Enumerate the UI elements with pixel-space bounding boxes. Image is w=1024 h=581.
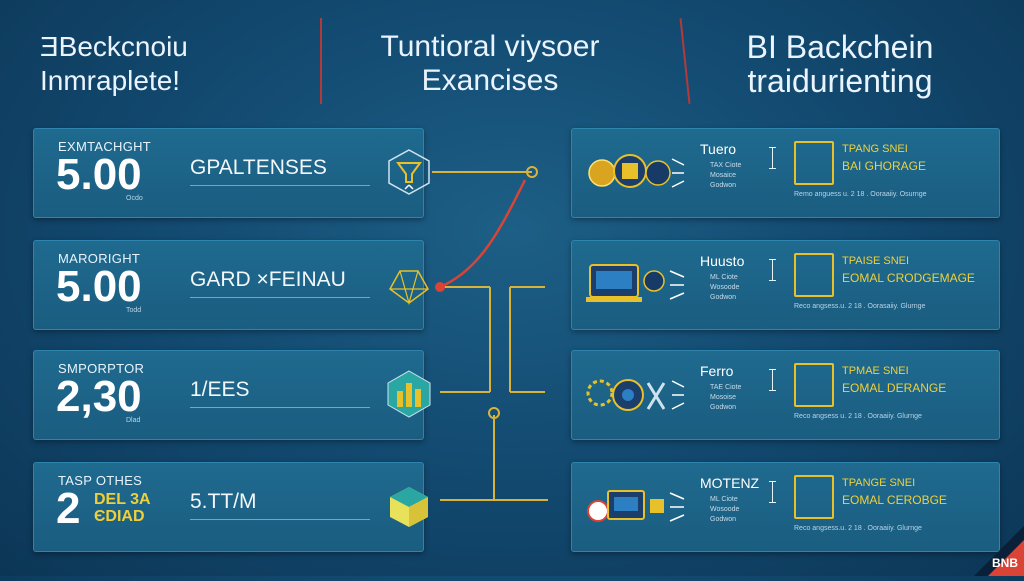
feature-sub: ML Ciote Wosoode Godwon: [710, 273, 770, 303]
metric-card[interactable]: EXMTACHGHT 5.00 Ocdo GPALTENSES: [33, 128, 430, 218]
feature-card[interactable]: MOTENZ ML Ciote Wosoode Godwon TPANGE SN…: [571, 462, 1000, 552]
metric-value: 5.00: [56, 150, 142, 199]
header-left-title: ƎBeckcnoiu Inmraplete!: [40, 30, 260, 98]
feature-title: Tuero: [700, 141, 737, 157]
header-separator: [320, 18, 322, 104]
header-left-line2: Inmraplete!: [40, 65, 181, 96]
metric-value-overlay-line2: ЄDIAD: [94, 508, 145, 525]
metric-text: GPALTENSES: [190, 156, 327, 179]
metric-label: SMPORPTOR: [58, 361, 145, 376]
feature-head: TPANG SNEI: [842, 143, 908, 155]
feature-sub: TAX Ciote Mosaice Godwon: [710, 161, 770, 191]
feature-sub-line: Godwon: [710, 404, 737, 411]
range-bar-icon: [769, 369, 776, 391]
laptop-card-icon: [586, 264, 685, 302]
badge-icon: [794, 141, 834, 185]
network-icon: [389, 270, 429, 306]
metric-value: 2: [56, 484, 81, 533]
metric-label: EXMTACHGHT: [58, 139, 152, 154]
feature-card[interactable]: Tuero TAX Ciote Mosaice Godwon TPANG SNE…: [571, 128, 1000, 218]
metric-value-overlay-line1: DEL 3A: [94, 491, 151, 508]
metric-card[interactable]: MARORIGHT 5.00 Todd GARD ×FEINAU: [33, 240, 429, 330]
divider: [190, 185, 370, 186]
feature-head: EOMAL DERANGE: [842, 381, 947, 395]
badge-icon: [794, 475, 834, 519]
badge-icon: [794, 363, 834, 407]
feature-sub-line: ML Ciote: [710, 274, 738, 281]
connector-curve-red: [439, 179, 527, 289]
connector-node: [488, 407, 500, 419]
feature-sub-line: ML Ciote: [710, 496, 738, 503]
divider: [190, 519, 370, 520]
cube-icon: [390, 487, 428, 527]
feature-head: BAI GHORAGE: [842, 159, 927, 173]
feature-sub-line: Wosoode: [710, 506, 740, 513]
funnel-hexagon-icon: [388, 149, 430, 195]
feature-foot: Reco angsess u. 2 18 . Ooraaiiy. Glurnge: [794, 413, 922, 420]
feature-sub-line: TAE Ciote: [710, 384, 742, 391]
feature-sub-line: Godwon: [710, 516, 737, 523]
feature-sub-line: TAX Ciote: [710, 162, 742, 169]
feature-sub-line: Mosaice: [710, 172, 737, 179]
feature-sub-line: Wosoode: [710, 284, 740, 291]
feature-card[interactable]: Huusto ML Ciote Wosoode Godwon TPAISE SN…: [571, 240, 1000, 330]
header-right-title: BI Backchein traidurienting: [700, 30, 980, 98]
header-mid-title: Tuntioral viysoer Exancises: [340, 30, 640, 98]
divider: [190, 297, 370, 298]
feature-head: TPMAE SNEI: [842, 365, 909, 377]
metric-text: 5.TT/M: [190, 490, 257, 513]
feature-head: EOMAL CEROBGE: [842, 493, 947, 507]
brand-logo-text: BNB: [992, 556, 1018, 570]
divider: [190, 407, 370, 408]
header-mid-line1: Tuntioral viysoer: [380, 30, 600, 63]
feature-sub: ML Ciote Wosoode Godwon: [710, 495, 770, 525]
range-bar-icon: [769, 481, 776, 503]
metric-sub: Dlad: [126, 417, 141, 424]
feature-sub-line: Godwon: [710, 294, 737, 301]
badge-icon: [794, 253, 834, 297]
feature-foot: Reco angsess.u. 2 18 . Ooraaiiy. Glurnge: [794, 525, 922, 532]
brand-logo-icon: BNB: [954, 526, 1024, 576]
feature-sub-line: Mosoise: [710, 394, 737, 401]
computer-chip-icon: [587, 490, 685, 522]
metric-sub: Todd: [126, 307, 142, 314]
feature-sub: TAE Ciote Mosoise Godwon: [710, 383, 770, 413]
header-right-line1: BI Backchein: [746, 29, 934, 65]
coins-circuit-icon: [588, 154, 685, 188]
feature-foot: Reco angsess.u. 2 18 . Oorasaiiy. Glurng…: [794, 303, 926, 310]
header-left-line1: ƎBeckcnoiu: [40, 31, 188, 62]
header-right-line2: traidurienting: [747, 63, 933, 99]
metric-value-overlay: DEL 3A ЄDIAD: [94, 491, 151, 525]
feature-title: Huusto: [700, 253, 745, 269]
range-bar-icon: [769, 259, 776, 281]
city-hexagon-icon: [387, 370, 431, 418]
metric-text: GARD ×FEINAU: [190, 268, 346, 291]
connector-node-red: [435, 282, 445, 292]
metric-card[interactable]: SMPORPTOR 2,30 Dlad 1/EES: [33, 350, 431, 440]
feature-title: Ferro: [700, 363, 734, 379]
metric-value: 2,30: [56, 372, 142, 421]
header-mid-line2: Exancises: [421, 64, 559, 97]
metric-label: TASP OTHES: [58, 473, 143, 488]
metric-text: 1/EES: [190, 378, 250, 401]
feature-card[interactable]: Ferro TAE Ciote Mosoise Godwon TPMAE SNE…: [571, 350, 1000, 440]
feature-head: TPANGE SNEI: [842, 477, 916, 489]
metric-sub: Ocdo: [126, 195, 143, 202]
feature-head: EOMAL CRODGEMAGE: [842, 271, 975, 285]
gears-tools-icon: [586, 379, 685, 411]
metric-card[interactable]: TASP OTHES 2 DEL 3A ЄDIAD 5.TT/M: [33, 462, 428, 552]
metric-label: MARORIGHT: [58, 251, 141, 266]
connector-node: [526, 166, 538, 178]
feature-sub-line: Godwon: [710, 182, 737, 189]
feature-head: TPAISE SNEI: [842, 255, 910, 267]
range-bar-icon: [769, 147, 776, 169]
brand-logo-shape: [974, 526, 1024, 576]
feature-title: MOTENZ: [700, 475, 760, 491]
metric-value: 5.00: [56, 262, 142, 311]
feature-foot: Remo anguess u. 2 18 . Ooraaiiy. Osurnge: [794, 191, 927, 198]
